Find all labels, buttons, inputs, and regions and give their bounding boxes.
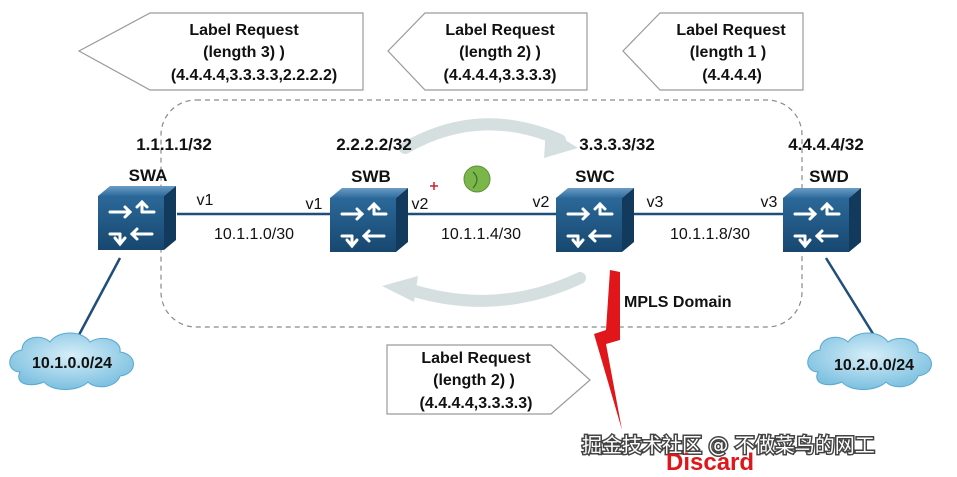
label-request-box-d: Label Request (length 2) ) (4.4.4.4,3.3.… [386, 344, 591, 415]
swd-iface-v3: v3 [761, 194, 778, 211]
label-request-c-length: (length 1 ) [690, 44, 766, 61]
loop-arrow-bottom [399, 272, 586, 307]
loop-arrow-top [399, 118, 566, 154]
label-request-d-length: (length 2) ) [433, 372, 515, 389]
link-swa-cloud [70, 257, 122, 349]
loop-arrow-top-head [544, 128, 578, 158]
label-request-a-stack: (4.4.4.4,3.3.3.3,2.2.2.2) [171, 67, 337, 84]
swc-iface-v3: v3 [647, 194, 664, 211]
swb-switch-icon[interactable] [328, 186, 410, 254]
cloud-right: 10.2.0.0/24 [807, 332, 932, 390]
loop-arrow-bottom-head [382, 276, 418, 302]
link-bc-subnet: 10.1.1.4/30 [441, 226, 521, 243]
swc-iface-v2: v2 [533, 194, 550, 211]
swa-ip: 1.1.1.1/32 [136, 135, 212, 154]
cloud-left: 10.1.0.0/24 [9, 332, 134, 390]
label-request-c-title: Label Request [676, 22, 786, 39]
link-ab-subnet: 10.1.1.0/30 [214, 226, 294, 243]
cloud-left-subnet: 10.1.0.0/24 [32, 355, 112, 372]
label-request-b-stack: (4.4.4.4,3.3.3.3) [444, 67, 557, 84]
swb-iface-v1: v1 [306, 196, 323, 213]
swd-switch-icon[interactable] [781, 186, 863, 254]
links [70, 212, 882, 349]
swc-switch-icon[interactable] [554, 186, 636, 254]
watermark-text: 掘金技术社区 @ 不做菜鸟的网工 [582, 433, 875, 457]
label-request-a-length: (length 3) ) [203, 44, 285, 61]
swc-name: SWC [575, 167, 615, 186]
swa-switch-icon[interactable] [96, 184, 178, 252]
label-request-box-b: Label Request (length 2) ) (4.4.4.4,3.3.… [387, 12, 588, 91]
label-request-d-title: Label Request [421, 350, 531, 367]
cloud-right-subnet: 10.2.0.0/24 [834, 357, 914, 374]
label-request-b-length: (length 2) ) [459, 44, 541, 61]
traffic-marker-detail [472, 171, 478, 189]
red-plus-icon [430, 182, 438, 190]
swb-name: SWB [351, 167, 391, 186]
swd-ip: 4.4.4.4/32 [788, 135, 864, 154]
swb-iface-v2: v2 [412, 196, 429, 213]
label-request-d-stack: (4.4.4.4,3.3.3.3) [420, 395, 533, 412]
link-swd-cloud [824, 257, 882, 346]
label-request-b-title: Label Request [445, 22, 555, 39]
swa-name: SWA [129, 166, 168, 185]
label-request-box-a: Label Request (length 3) ) (4.4.4.4,3.3.… [77, 12, 364, 91]
link-cd-subnet: 10.1.1.8/30 [670, 226, 750, 243]
label-request-c-stack: (4.4.4.4) [702, 67, 762, 84]
swd-name: SWD [809, 167, 849, 186]
mpls-domain-label: MPLS Domain [624, 294, 732, 311]
discard-label: Discard [666, 449, 754, 476]
swa-iface-v1: v1 [197, 192, 214, 209]
lightning-bolt-icon [594, 270, 622, 430]
label-request-a-title: Label Request [189, 22, 299, 39]
swc-ip: 3.3.3.3/32 [579, 135, 655, 154]
swb-ip: 2.2.2.2/32 [336, 135, 412, 154]
label-request-box-c: Label Request (length 1 ) (4.4.4.4) [622, 12, 804, 91]
